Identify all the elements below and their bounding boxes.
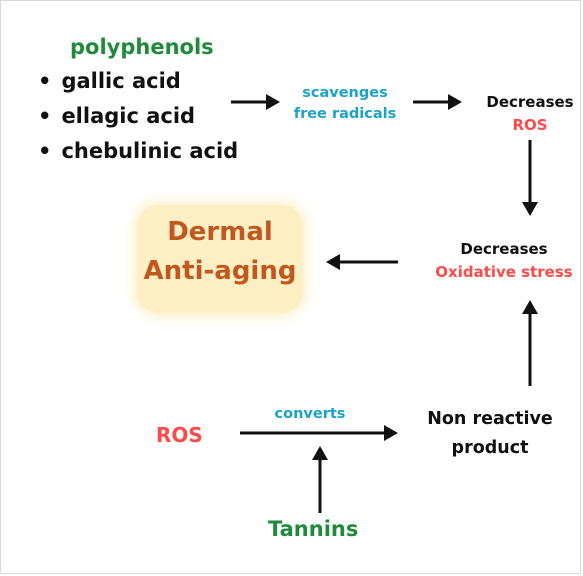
decreases-stress-target: Oxidative stress [435, 262, 573, 281]
arrow-up-icon [312, 446, 328, 513]
tannins-label: Tannins [268, 517, 359, 541]
dermal-anti-aging-box [137, 205, 303, 313]
bullet-icon: • [38, 69, 52, 93]
non-reactive-product-node: Non reactive product [420, 405, 560, 463]
converts-label: converts [274, 406, 346, 422]
arrow-left-icon [326, 254, 398, 270]
decreases-ros-target: ROS [512, 115, 548, 134]
bullet-icon: • [38, 104, 52, 128]
product-line-2: product [451, 437, 529, 458]
polyphenols-title: polyphenols [70, 35, 214, 59]
list-item-label: ellagic acid [61, 104, 196, 128]
dermal-anti-aging-label: Dermal Anti-aging [137, 213, 303, 291]
ros-input-label: ROS [156, 423, 203, 447]
scavenges-line-2: free radicals [293, 106, 397, 123]
list-item-gallic-acid: • gallic acid [38, 69, 181, 93]
arrow-right-icon [231, 94, 280, 110]
list-item-chebulinic-acid: • chebulinic acid [38, 139, 238, 163]
arrow-up-icon [522, 300, 538, 386]
dermal-line-2: Anti-aging [143, 256, 297, 286]
decreases-ros-node: Decreases ROS [480, 91, 580, 136]
list-item-label: chebulinic acid [61, 139, 239, 163]
bullet-icon: • [38, 139, 52, 163]
arrow-right-icon [413, 94, 462, 110]
scavenges-label: scavenges free radicals [286, 83, 404, 125]
decreases-stress-node: Decreases Oxidative stress [426, 238, 582, 283]
scavenges-line-1: scavenges [302, 85, 388, 101]
list-item-ellagic-acid: • ellagic acid [38, 104, 195, 128]
dermal-line-1: Dermal [167, 217, 273, 247]
arrow-right-icon [240, 425, 398, 441]
arrow-down-icon [522, 140, 538, 216]
decreases-ros-label: Decreases [486, 93, 574, 111]
decreases-stress-label: Decreases [460, 240, 548, 258]
list-item-label: gallic acid [61, 69, 181, 93]
product-line-1: Non reactive [427, 409, 553, 429]
